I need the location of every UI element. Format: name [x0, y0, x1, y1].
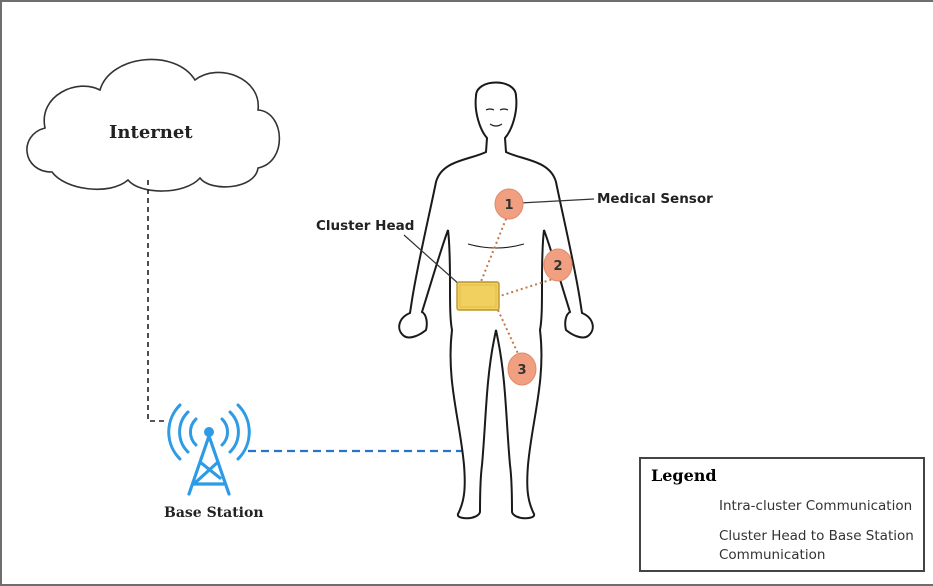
cluster-head-label: Cluster Head	[316, 218, 414, 234]
cluster-head-box	[457, 282, 499, 310]
internet-label: Internet	[109, 122, 193, 143]
legend-title: Legend	[651, 466, 717, 485]
sensor-number: 1	[504, 198, 513, 213]
sensor-number: 3	[517, 363, 526, 378]
legend-head-to-base-label: Cluster Head to Base Station Communicati…	[719, 527, 919, 565]
base-station-label: Base Station	[164, 505, 264, 521]
sensor-2: 2	[544, 249, 572, 281]
sensor-1: 1	[495, 189, 523, 219]
base-station-link-line	[248, 312, 478, 451]
sensor-3: 3	[508, 353, 536, 385]
legend: Legend Intra-cluster Communication Clust…	[639, 457, 925, 572]
medical-sensor-label: Medical Sensor	[597, 191, 713, 207]
antenna-tower-icon	[169, 405, 250, 494]
legend-intra-cluster-label: Intra-cluster Communication	[719, 497, 912, 516]
internet-link-line	[148, 180, 168, 421]
sensor-number: 2	[553, 259, 562, 274]
